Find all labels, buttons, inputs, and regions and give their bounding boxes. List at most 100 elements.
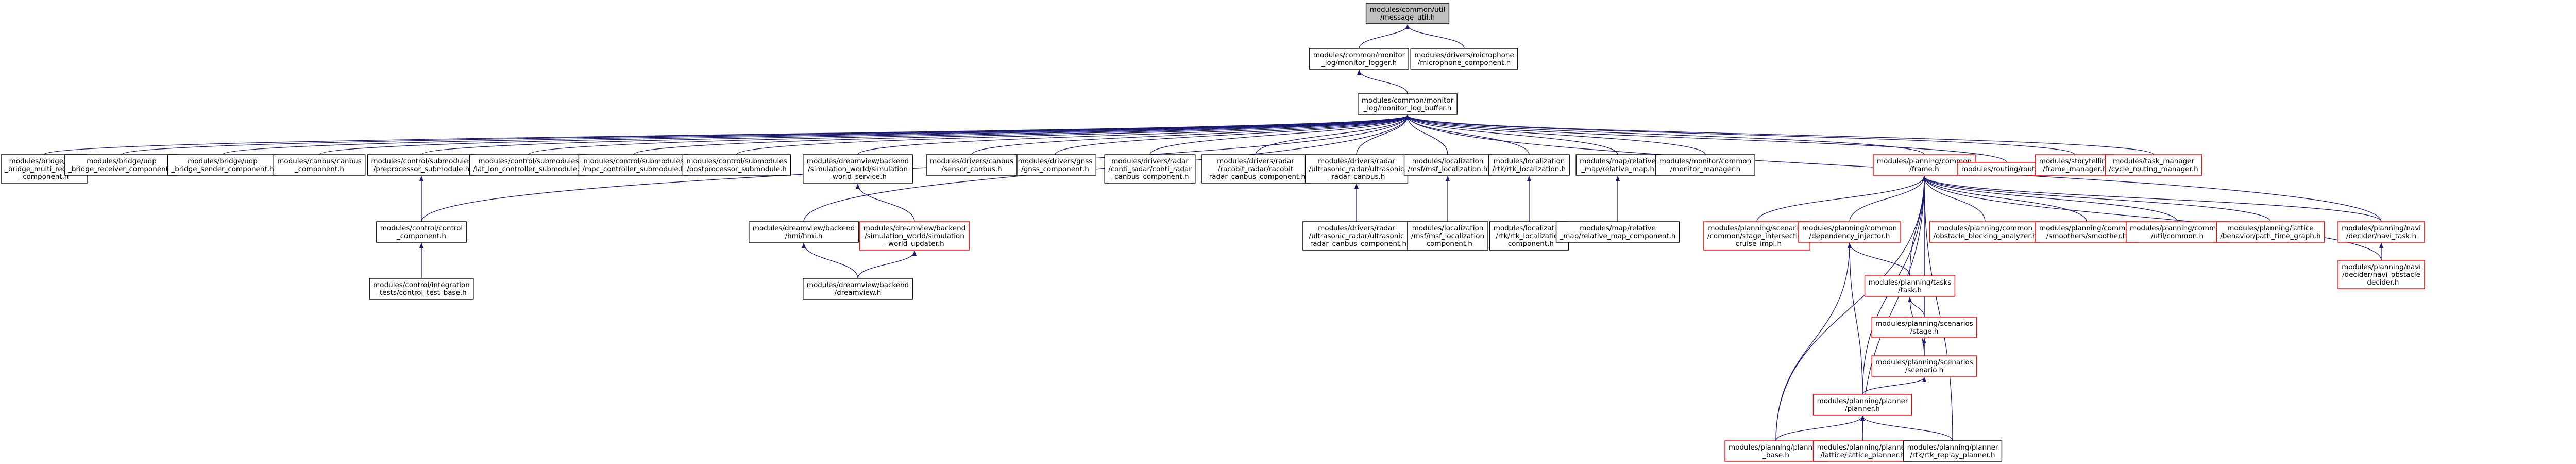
node-label-line: modules/drivers/gnss xyxy=(1018,157,1093,165)
node-ultrasonic-component[interactable]: modules/drivers/radar/ultrasonic_radar/u… xyxy=(1302,221,1411,251)
edge-gnss-to-logbuffer xyxy=(1055,115,1410,155)
node-sim-world-service[interactable]: modules/dreamview/backend/simulation_wor… xyxy=(803,154,913,184)
node-dependency-injector[interactable]: modules/planning/common/dependency_injec… xyxy=(1798,221,1901,243)
edge-monitor-manager-to-logbuffer xyxy=(1405,115,1706,155)
edge-control-component-to-logbuffer xyxy=(421,115,1410,222)
edge-decider-navi-task-to-frame xyxy=(1922,176,2382,222)
node-preprocessor[interactable]: modules/control/submodules/preprocessor_… xyxy=(367,154,476,176)
node-msf-component[interactable]: modules/localization/msf/msf_localizatio… xyxy=(1407,221,1488,251)
node-label-line: modules/bridge/udp xyxy=(9,157,79,165)
node-relative-map[interactable]: modules/map/relative_map/relative_map.h xyxy=(1575,154,1660,176)
node-lattice-planner[interactable]: modules/planning/planner/lattice/lattice… xyxy=(1812,440,1912,462)
node-logger[interactable]: modules/common/monitor_log/monitor_logge… xyxy=(1309,48,1409,70)
node-canbus[interactable]: modules/canbus/canbus_component.h xyxy=(273,154,366,176)
node-label-line: /cycle_routing_manager.h xyxy=(2109,165,2198,173)
node-lat-lon[interactable]: modules/control/submodules/lat_lon_contr… xyxy=(469,154,588,176)
node-label-line: modules/drivers/radar xyxy=(1217,157,1294,165)
node-label-line: modules/planning/common xyxy=(1802,224,1897,233)
node-stage[interactable]: modules/planning/scenarios/stage.h xyxy=(1871,317,1977,338)
node-label-line: modules/planning/scenarios xyxy=(1875,320,1973,328)
node-label-line: /obstacle_blocking_analyzer.h xyxy=(1933,232,2037,240)
node-planner[interactable]: modules/planning/planner/planner.h xyxy=(1812,394,1912,416)
node-label-line: modules/control/submodules xyxy=(583,157,684,165)
node-box xyxy=(682,154,791,176)
node-label-line: /msf/msf_localization.h xyxy=(1408,165,1488,173)
node-label-line: /dependency_injector.h xyxy=(1809,232,1890,240)
node-box xyxy=(1798,221,1901,243)
node-label-line: /ultrasonic_radar/ultrasonic xyxy=(1309,165,1404,173)
node-bridge-recv[interactable]: modules/bridge/udp_bridge_receiver_compo… xyxy=(64,154,179,176)
node-label-line: _bridge_sender_component.h xyxy=(171,165,274,173)
node-label-line: _log/monitor_logger.h xyxy=(1321,59,1397,67)
node-label-line: /gnss_component.h xyxy=(1021,165,1089,173)
node-label-line: _canbus_component.h xyxy=(1110,173,1189,181)
node-gnss[interactable]: modules/drivers/gnss/gnss_component.h xyxy=(1013,154,1097,176)
node-hmi[interactable]: modules/dreamview/backend/hmi/hmi.h xyxy=(749,221,859,243)
node-bridge-send[interactable]: modules/bridge/udp_bridge_sender_compone… xyxy=(167,154,278,176)
node-label-line: _component.h xyxy=(19,173,69,181)
node-cycle-routing[interactable]: modules/task_manager/cycle_routing_manag… xyxy=(2105,154,2202,176)
node-racobit-radar[interactable]: modules/drivers/radar/racobit_radar/raco… xyxy=(1201,154,1310,184)
node-box xyxy=(749,221,859,243)
node-msf-loc[interactable]: modules/localization/msf/msf_localizatio… xyxy=(1403,154,1492,176)
node-control-test-base[interactable]: modules/control/integration_tests/contro… xyxy=(369,278,474,300)
node-monitor-manager[interactable]: modules/monitor/common/monitor_manager.h xyxy=(1655,154,1755,176)
node-box xyxy=(273,154,366,176)
node-rtk-loc[interactable]: modules/localization/rtk/rtk_localizatio… xyxy=(1488,154,1570,176)
node-control-component[interactable]: modules/control/control_component.h xyxy=(376,221,467,243)
node-relative-map-component[interactable]: modules/map/relative_map/relative_map_co… xyxy=(1555,221,1680,243)
node-label-line: /lat_lon_controller_submodule.h xyxy=(473,165,584,173)
node-label-line: /rtk/rtk_replay_planner.h xyxy=(1910,451,1995,459)
node-rtk-replay-planner[interactable]: modules/planning/planner/rtk/rtk_replay_… xyxy=(1903,440,2003,462)
node-box xyxy=(1489,221,1569,251)
edge-preprocessor-to-logbuffer xyxy=(421,115,1410,155)
node-scenario[interactable]: modules/planning/scenarios/scenario.h xyxy=(1871,355,1977,377)
node-box xyxy=(1304,154,1409,184)
node-postprocessor[interactable]: modules/control/submodules/postprocessor… xyxy=(682,154,791,176)
node-label-line: modules/dreamview/backend xyxy=(807,157,909,165)
node-sim-world-updater[interactable]: modules/dreamview/backend/simulation_wor… xyxy=(859,221,970,251)
node-dreamview[interactable]: modules/dreamview/backend/dreamview.h xyxy=(803,278,913,300)
node-label-line: modules/control/submodules xyxy=(478,157,579,165)
node-obstacle-blocking[interactable]: modules/planning/common/obstacle_blockin… xyxy=(1929,221,2041,243)
node-conti-radar[interactable]: modules/drivers/radar/conti_radar/conti_… xyxy=(1104,154,1196,184)
node-label-line: /frame.h xyxy=(1909,165,1939,173)
node-label-line: _radar_canbus_component.h xyxy=(1306,240,1406,248)
node-box xyxy=(803,154,913,184)
node-box xyxy=(1302,221,1411,251)
node-stage-intersection[interactable]: modules/planning/scenarios/common/stage_… xyxy=(1703,221,1810,251)
node-frame-manager[interactable]: modules/storytelling/frame_manager.h xyxy=(2035,154,2114,176)
node-label-line: modules/dreamview/backend xyxy=(863,224,965,233)
node-ultrasonic-radar[interactable]: modules/drivers/radar/ultrasonic_radar/u… xyxy=(1304,154,1409,184)
edge-dreamview-to-hmi xyxy=(802,243,858,279)
edge-planning-base-to-frame xyxy=(1775,176,1926,441)
node-smoother[interactable]: modules/planning/common/smoothers/smooth… xyxy=(2035,221,2138,243)
node-microphone[interactable]: modules/drivers/microphone/microphone_co… xyxy=(1410,48,1518,70)
node-label-line: /common/stage_intersection xyxy=(1707,232,1806,240)
node-label-line: modules/drivers/radar xyxy=(1111,157,1189,165)
node-navi-obstacle-decider[interactable]: modules/planning/navi/decider/navi_obsta… xyxy=(2337,260,2425,289)
node-path-time-graph[interactable]: modules/planning/lattice/behavior/path_t… xyxy=(2216,221,2325,243)
node-label-line: modules/storytelling xyxy=(2039,157,2110,165)
node-root[interactable]: modules/common/util/message_util.h xyxy=(1365,3,1450,24)
node-box xyxy=(1358,93,1458,115)
node-box xyxy=(167,154,278,176)
node-rtk-component[interactable]: modules/localization/rtk/rtk_localizatio… xyxy=(1489,221,1569,251)
node-util-common[interactable]: modules/planning/common/util/common.h xyxy=(2126,221,2229,243)
edge-microphone-to-root xyxy=(1405,24,1465,49)
node-label-line: /preprocessor_submodule.h xyxy=(374,165,470,173)
node-label-line: modules/planning/scenarios xyxy=(1875,358,1973,367)
node-box xyxy=(578,154,689,176)
node-canbus-sensor[interactable]: modules/drivers/canbus/sensor_canbus.h xyxy=(926,154,1018,176)
node-task[interactable]: modules/planning/tasks/task.h xyxy=(1864,275,1956,297)
node-label-line: modules/localization xyxy=(1494,224,1565,233)
node-decider-navi-task[interactable]: modules/planning/navi/decider/navi_task.… xyxy=(2337,221,2425,243)
node-label-line: /rtk/rtk_localization.h xyxy=(1493,165,1566,173)
node-label-line: modules/localization xyxy=(1412,224,1484,233)
edge-routing-to-logbuffer xyxy=(1405,115,2007,163)
node-mpc[interactable]: modules/control/submodules/mpc_controlle… xyxy=(578,154,689,176)
node-label-line: modules/planning/tasks xyxy=(1869,278,1952,287)
node-planning-base[interactable]: modules/planning/planning_base.h xyxy=(1724,440,1827,462)
node-logbuffer[interactable]: modules/common/monitor_log/monitor_log_b… xyxy=(1358,93,1458,115)
node-label-line: modules/common/util xyxy=(1370,6,1446,14)
